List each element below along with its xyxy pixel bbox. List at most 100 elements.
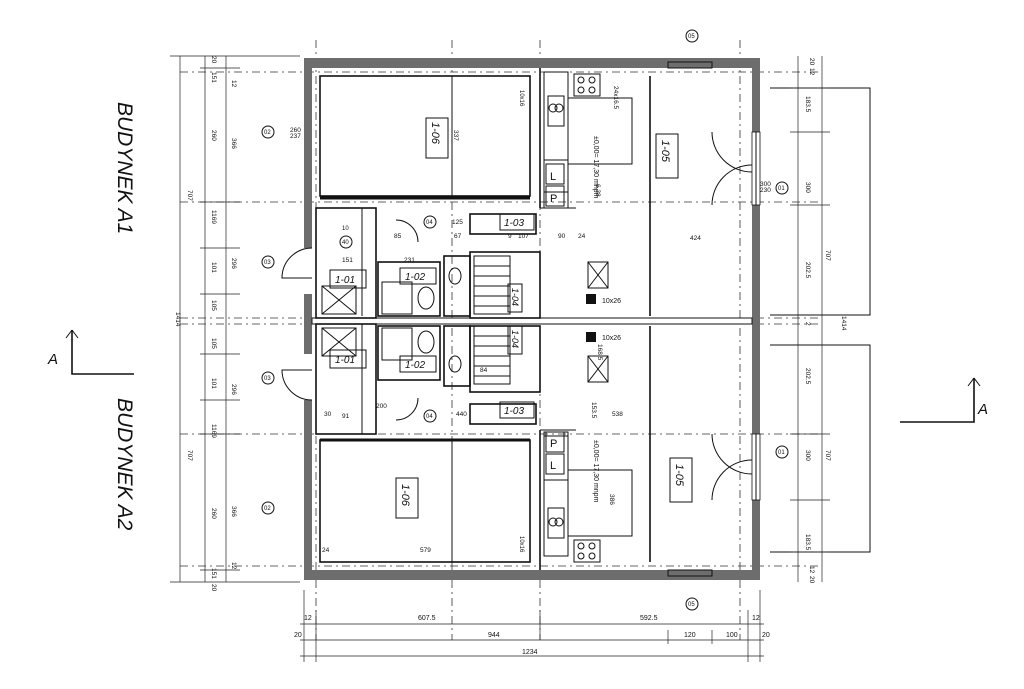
vent-label-a2-small: 10x16 (518, 536, 524, 553)
window-tag-04-a2: 04 (426, 414, 433, 420)
window-tag-05-top: 05 (688, 34, 695, 40)
room-label-a2-1-03: 1-03 (504, 406, 524, 417)
dimension-label: 260 (210, 130, 217, 141)
dimension-label: 105 (210, 300, 217, 311)
dimension-label: 230 (760, 187, 771, 194)
vent-label-a2: 10x26 (602, 335, 621, 342)
level-note-a1: ±0,00= 17,30 mnpm (592, 136, 599, 199)
dimension-label: 91 (342, 413, 350, 420)
dim-bottom-12-r: 12 (752, 615, 760, 622)
appliance-letter-a1-l: L (550, 171, 556, 183)
dim-bottom-607: 607.5 (418, 615, 436, 622)
dimension-label: 202.5 (804, 262, 811, 279)
dimension-label: 151 (210, 72, 217, 83)
dimension-label: 366 (230, 138, 237, 149)
dim-bottom-20-r: 20 (762, 632, 770, 639)
room-label-a1-1-01: 1-01 (335, 275, 355, 286)
left-dimension-lines (170, 55, 300, 583)
dim-bottom-944: 944 (488, 632, 500, 639)
window-tag-01-a2: 01 (778, 450, 785, 456)
outer-walls (304, 58, 760, 580)
dimension-label: 153.5 (590, 402, 597, 419)
level-note-a2: ±0,00= 17,30 mnpm (592, 440, 599, 503)
bathroom-fixtures (321, 267, 462, 373)
room-label-a2-1-05: 1-05 (673, 464, 685, 487)
dimension-label: 20 (210, 56, 217, 64)
dimension-label: 707 (824, 250, 831, 261)
interior-walls (315, 68, 651, 570)
dimension-label: 260 (210, 508, 217, 519)
dimension-label: 6.38 (594, 184, 601, 197)
room-label-a2-1-04: 1-04 (510, 330, 520, 348)
window-tag-04-a1: 04 (426, 220, 433, 226)
dimension-label: 1414 (174, 312, 181, 327)
dimension-label: 707 (824, 450, 831, 461)
room-label-a2-1-06: 1-06 (399, 484, 411, 507)
dimension-label: 237 (290, 133, 301, 140)
dimension-label: 1169 (210, 210, 217, 224)
building-label-a2: BUDYNEK A2 (113, 398, 136, 531)
dimension-label: 101 (210, 262, 217, 273)
building-label-a1: BUDYNEK A1 (113, 102, 136, 234)
vent-label-a1-small: 10x16 (518, 90, 524, 107)
dimension-label: 20 (808, 576, 815, 584)
dimension-label: 12 (230, 80, 237, 88)
dimension-label: 260 (290, 127, 301, 134)
window-tag-05-bottom: 05 (688, 602, 695, 608)
dimension-label: 579 (420, 547, 431, 554)
right-window-openings (751, 87, 871, 553)
dimension-label: 9 (508, 233, 512, 240)
dimension-label: 90 (558, 233, 566, 240)
tag-circles (261, 29, 789, 611)
dim-bottom-100: 100 (726, 632, 738, 639)
dimension-label: 707 (186, 450, 193, 461)
dimension-label: 200 (376, 403, 387, 410)
window-tag-03-a1: 03 (264, 260, 271, 266)
dimension-label: 1169 (210, 424, 217, 438)
dimension-label: 101 (210, 378, 217, 389)
tag-40-a1: 40 (342, 240, 349, 246)
dimension-label: 2 (804, 322, 811, 326)
dimension-label: 85 (394, 233, 402, 240)
dimension-label: 151 (342, 257, 353, 264)
dimension-label: 20 (210, 584, 217, 592)
vent-label-a1: 10x26 (602, 298, 621, 305)
dimension-label: 168.5 (596, 344, 603, 361)
section-marker-left: A (47, 351, 58, 368)
dimension-label: 202.5 (804, 368, 811, 385)
dimension-label: 296 (230, 258, 237, 269)
window-tag-02-a1: 02 (264, 130, 271, 136)
dimension-label: 107 (518, 233, 529, 240)
dimension-label: 24x16.5 (612, 86, 619, 110)
room-label-a2-1-02: 1-02 (405, 360, 425, 371)
appliance-letter-a2-p: P (550, 438, 557, 450)
dimension-label: 440 (456, 411, 467, 418)
dimension-label: 538 (612, 411, 623, 418)
dimension-label: 1414 (840, 316, 847, 331)
tag-10-a1: 10 (342, 226, 349, 232)
dimension-label: 296 (230, 384, 237, 395)
dimension-label: 183.5 (804, 96, 811, 113)
left-dim-labels: 20 151 12 260 366 1169 707 101 296 105 1414 105 101 2… (174, 56, 237, 592)
window-tag-02-a2: 02 (264, 506, 271, 512)
dimension-label: 424 (690, 235, 701, 242)
dimension-label: 67 (454, 233, 462, 240)
dimension-label: 386 (608, 494, 615, 505)
dimension-label: 12 (808, 68, 815, 76)
appliance-letter-a1-p: P (550, 193, 557, 205)
dimension-label: 105 (210, 338, 217, 349)
window-tag-01-a1: 01 (778, 186, 785, 192)
window-tag-03-a2: 03 (264, 376, 271, 382)
section-markers (65, 329, 981, 423)
right-dimension-lines (790, 56, 830, 582)
room-label-a1-1-03: 1-03 (504, 218, 524, 229)
dimension-label: 24 (322, 547, 330, 554)
room-label-a1-1-02: 1-02 (405, 272, 425, 283)
dimension-label: 151 (210, 568, 217, 579)
room-label-a1-1-06: 1-06 (429, 122, 441, 145)
axis-lines (180, 40, 820, 640)
bottom-dimension-lines (300, 590, 764, 662)
dim-bottom-592: 592.5 (640, 615, 658, 622)
dimension-label: 707 (186, 190, 193, 201)
